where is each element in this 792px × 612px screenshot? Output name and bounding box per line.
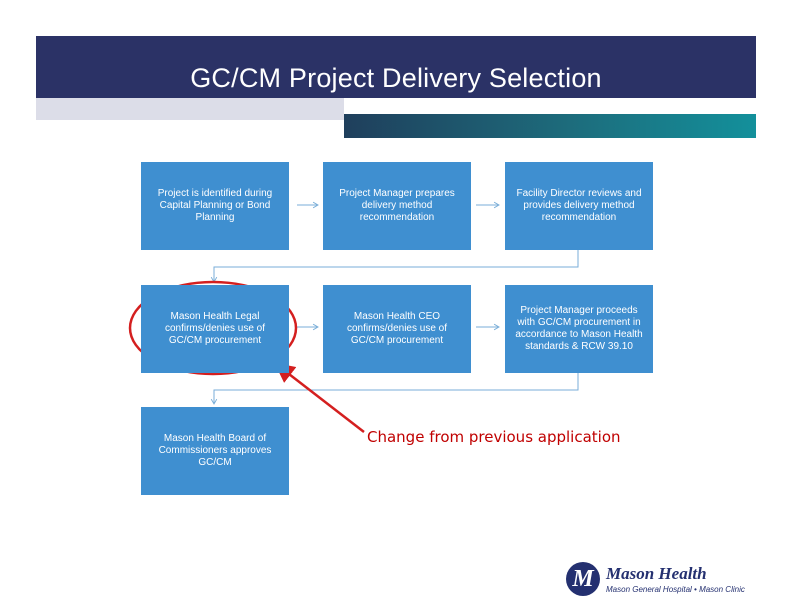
title-underband xyxy=(36,98,344,120)
step-box-1: Project is identified during Capital Pla… xyxy=(141,162,289,250)
step-label-1: Project is identified during Capital Pla… xyxy=(157,188,273,223)
logo-mark: M xyxy=(566,562,600,596)
step-box-6: Project Manager proceeds with GC/CM proc… xyxy=(505,285,653,373)
step-box-4: Mason Health Legal confirms/denies use o… xyxy=(141,285,289,373)
arrow-6-7 xyxy=(210,372,579,405)
step-label-6: Project Manager proceeds with GC/CM proc… xyxy=(515,305,643,352)
callout-text: Change from previous application xyxy=(367,428,621,446)
step-label-5: Mason Health CEO confirms/denies use of … xyxy=(346,311,448,346)
logo-name: Mason Health xyxy=(606,564,707,583)
step-box-2: Project Manager prepares delivery method… xyxy=(323,162,471,250)
step-label-3: Facility Director reviews and provides d… xyxy=(516,188,642,223)
mason-health-logo: M Mason Health Mason General Hospital • … xyxy=(566,562,766,602)
callout-arrow xyxy=(274,362,365,433)
arrow-3-4 xyxy=(210,249,579,283)
step-label-7: Mason Health Board of Commissioners appr… xyxy=(158,433,272,468)
step-box-7: Mason Health Board of Commissioners appr… xyxy=(141,407,289,495)
step-label-4: Mason Health Legal confirms/denies use o… xyxy=(164,311,266,346)
title-bar: GC/CM Project Delivery Selection xyxy=(36,36,756,98)
step-box-3: Facility Director reviews and provides d… xyxy=(505,162,653,250)
logo-subtitle: Mason General Hospital • Mason Clinic xyxy=(606,585,745,594)
step-label-2: Project Manager prepares delivery method… xyxy=(339,188,455,223)
step-box-5: Mason Health CEO confirms/denies use of … xyxy=(323,285,471,373)
accent-band xyxy=(344,114,756,138)
page-title: GC/CM Project Delivery Selection xyxy=(190,63,602,93)
